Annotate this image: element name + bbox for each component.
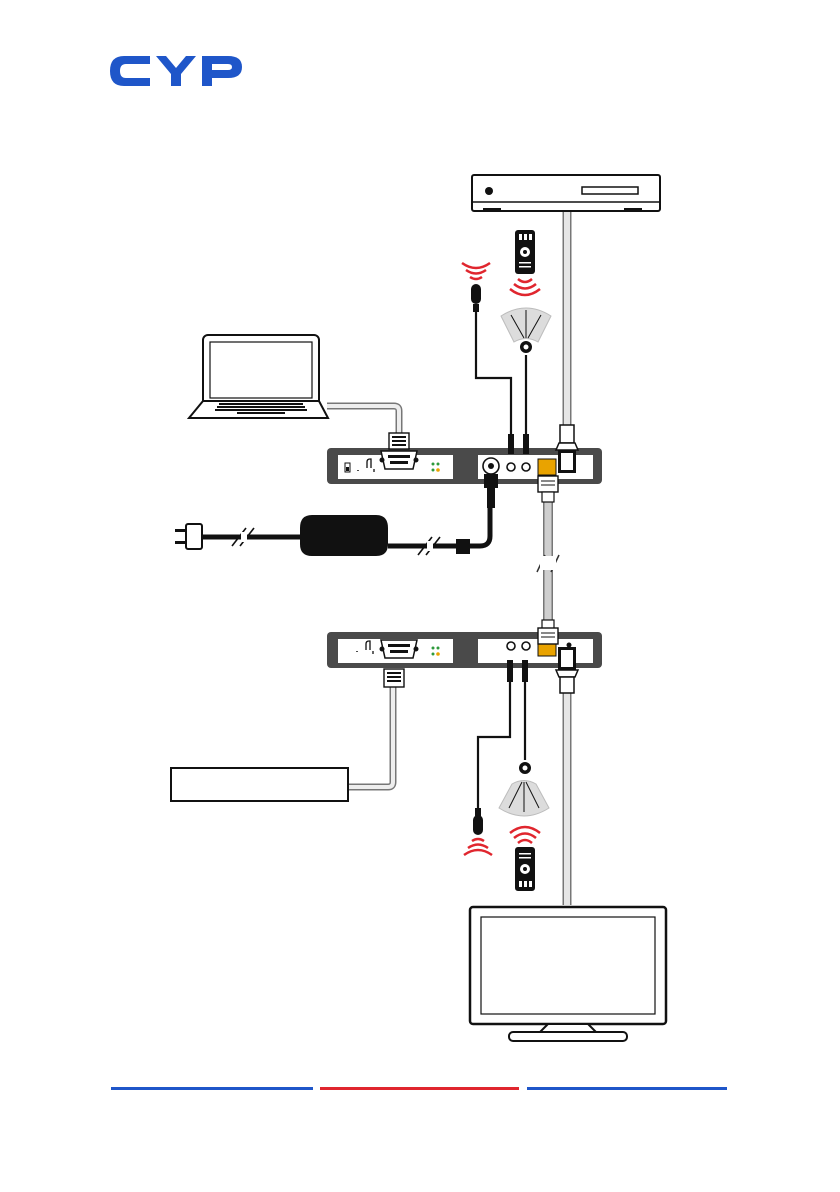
- rj45-plug-bottom: [538, 620, 558, 644]
- footer-line-blue-left: [111, 1087, 313, 1090]
- remote-control-icon-bottom: [515, 847, 535, 891]
- tv-display-icon: [470, 907, 666, 1041]
- power-plug-connector: [483, 458, 499, 508]
- footer-line-blue-right: [527, 1087, 727, 1090]
- wall-plug-icon: [175, 524, 202, 549]
- rj45-plug-top: [538, 476, 558, 502]
- ir-signal-waves-remote-top: [510, 279, 540, 295]
- ir-receiver-icon-bottom: [499, 762, 549, 816]
- ir-receiver-icon: [501, 308, 551, 353]
- db9-connector-top: [380, 433, 419, 469]
- media-player-icon: [472, 175, 660, 212]
- laptop-icon: [189, 335, 328, 418]
- footer-line-red-center: [320, 1087, 519, 1090]
- cat-cable: [537, 488, 559, 625]
- ir-blaster-icon-bottom: [464, 808, 492, 855]
- remote-control-icon: [515, 230, 535, 274]
- hdmi-plug-top: [556, 425, 578, 473]
- ir-signal-waves-remote-bottom: [510, 827, 540, 843]
- serial-device-icon: [171, 768, 348, 801]
- hdmi-plug-bottom: [556, 647, 578, 693]
- ir-blaster-icon: [462, 261, 490, 312]
- serial-cable-top: [327, 406, 399, 440]
- serial-cable-bottom: [349, 685, 393, 787]
- power-adapter-icon: [300, 515, 388, 556]
